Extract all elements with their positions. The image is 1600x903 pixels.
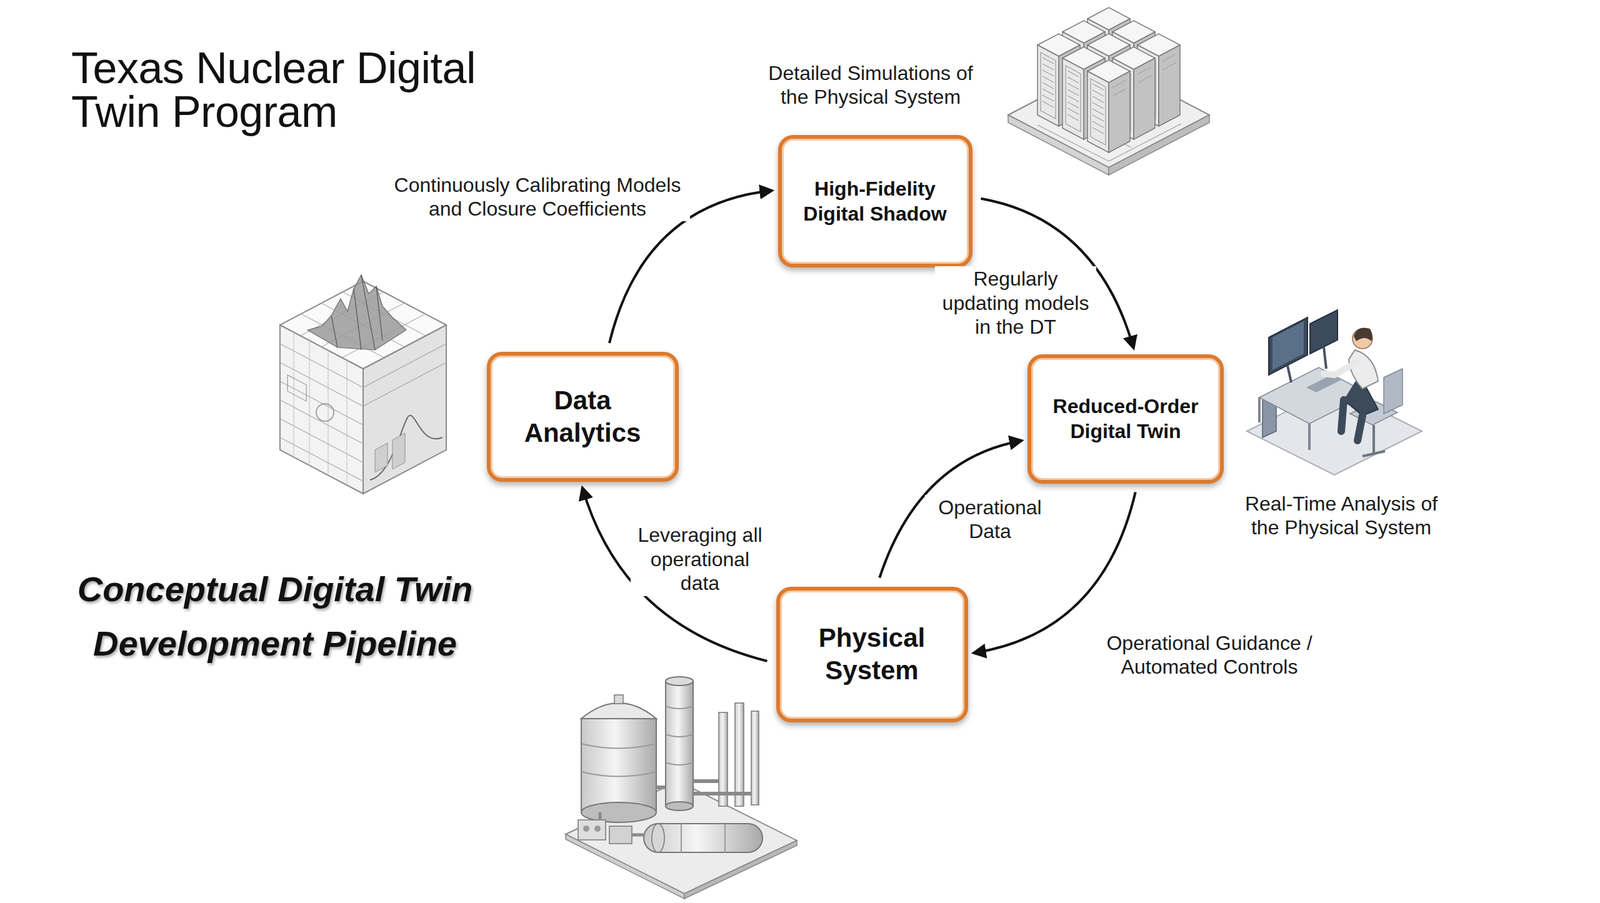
- power-plant-illustration-part: [600, 812, 644, 835]
- data-cube-illustration-part: [287, 375, 307, 402]
- server-racks-illustration-part: [1087, 60, 1130, 153]
- power-plant-illustration: [565, 676, 797, 899]
- process-box: Data Analytics: [486, 351, 679, 482]
- diagram-caption: Conceptual Digital Twin Development Pipe…: [18, 562, 532, 672]
- power-plant-illustration-part: [665, 681, 694, 807]
- edge-label: Leveraging all operational data: [630, 522, 770, 596]
- power-plant-illustration-part: [614, 695, 624, 704]
- process-box: Physical System: [776, 586, 969, 723]
- data-cube-illustration-part: [307, 275, 407, 350]
- process-box: High-Fidelity Digital Shadow: [778, 135, 973, 268]
- server-racks-illustration: [1008, 7, 1210, 175]
- power-plant-illustration-part: [656, 781, 752, 794]
- annotation-label: Detailed Simulations of the Physical Sys…: [758, 60, 983, 110]
- edge-label: Continuously Calibrating Models and Clos…: [385, 172, 690, 222]
- diagram-title: Texas Nuclear Digital Twin Program: [71, 46, 559, 134]
- operator-workstation-illustration-part: [1287, 346, 1327, 383]
- edge-label: Operational Data: [925, 495, 1055, 545]
- operator-workstation-illustration-part: [1341, 400, 1363, 441]
- power-plant-illustration-part: [665, 676, 694, 686]
- power-plant-illustration-part: [578, 820, 606, 840]
- data-cube-illustration-part: [363, 343, 447, 407]
- power-plant-illustration-part: [735, 703, 744, 807]
- box-label: High-Fidelity Digital Shadow: [793, 176, 957, 227]
- power-plant-illustration-part: [583, 825, 590, 832]
- power-plant-illustration-part: [594, 825, 601, 832]
- power-plant-illustration-part: [581, 743, 657, 777]
- edge-label: Regularly updating models in the DT: [935, 266, 1097, 340]
- power-plant-illustration-part: [681, 823, 725, 853]
- process-box: Reduced-Order Digital Twin: [1027, 354, 1224, 484]
- operator-workstation-illustration-part: [1362, 425, 1385, 457]
- edge-label: Operational Guidance / Automated Control…: [1097, 630, 1322, 680]
- data-cube-illustration-part: [375, 433, 405, 473]
- operator-workstation-illustration-part: [1348, 350, 1379, 389]
- power-plant-illustration-part: [665, 801, 694, 811]
- operator-workstation-illustration: [1246, 310, 1422, 475]
- operator-workstation-illustration-part: [1323, 362, 1357, 375]
- power-plant-illustration-part: [751, 711, 759, 805]
- box-label: Data Analytics: [507, 384, 658, 450]
- power-plant-illustration-part: [643, 823, 763, 853]
- power-plant-illustration-part: [651, 823, 665, 853]
- box-label: Physical System: [796, 621, 947, 688]
- box-label: Reduced-Order Digital Twin: [1041, 393, 1210, 444]
- power-plant-illustration-part: [581, 802, 657, 823]
- power-plant-illustration-part: [581, 718, 657, 813]
- data-cube-illustration-part: [331, 275, 383, 350]
- data-cube-illustration-part: [293, 332, 347, 485]
- operator-workstation-illustration-part: [1272, 321, 1304, 370]
- annotation-label: Real-Time Analysis of the Physical Syste…: [1232, 491, 1450, 541]
- power-plant-illustration-part: [609, 826, 632, 844]
- operator-workstation-illustration-part: [1383, 368, 1403, 414]
- data-cube-illustration: [280, 275, 447, 494]
- power-plant-illustration-part: [581, 703, 657, 719]
- operator-workstation-illustration-part: [1353, 328, 1373, 342]
- data-cube-illustration-part: [370, 415, 443, 480]
- power-plant-illustration-part: [665, 706, 694, 765]
- data-cube-illustration-part: [316, 403, 334, 422]
- data-cube-illustration-part: [280, 343, 364, 482]
